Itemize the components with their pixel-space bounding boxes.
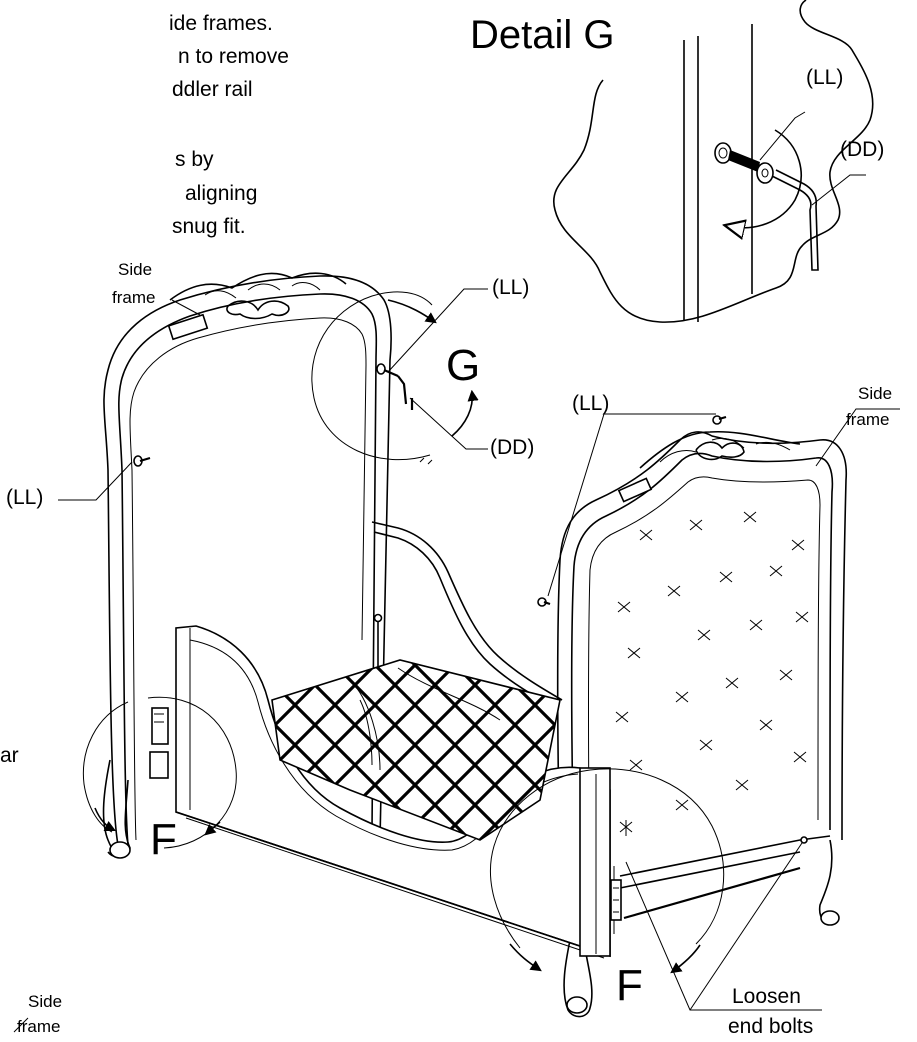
side-frame-right-label-2: frame (846, 410, 890, 429)
loosen-label-1: Loosen (732, 985, 801, 1008)
ll-left-label: (LL) (6, 486, 44, 509)
g-marker: G (446, 341, 481, 390)
side-frame-left-label-2: frame (112, 288, 156, 307)
instruction-line-5: aligning (185, 182, 258, 205)
detail-g-inset (552, 0, 874, 323)
bolt-thread (728, 150, 760, 172)
loosen-label-2: end bolts (728, 1015, 814, 1038)
detail-g-dd-label: (DD) (840, 138, 885, 161)
bolt-ll-left (133, 455, 151, 467)
side-frame-bottom-label-1: Side (28, 992, 63, 1011)
instruction-line-7: ar (0, 744, 19, 767)
instruction-line-3: ddler rail (172, 78, 253, 101)
side-frame-right-label-1: Side (858, 384, 893, 403)
dd-mid-label: (DD) (490, 436, 535, 459)
side-frame-bottom-label-2: frame (17, 1017, 61, 1036)
detail-f-circle-right (490, 768, 725, 974)
detail-g-ll-label: (LL) (806, 66, 844, 89)
tufting (615, 511, 809, 833)
detail-g-callout (311, 291, 479, 465)
right-side-frame (537, 415, 847, 1018)
leader-lines (13, 288, 900, 1033)
ll-right-label: (LL) (572, 392, 610, 415)
instruction-line-4: s by (175, 148, 214, 171)
detail-g-title: Detail G (470, 13, 615, 57)
ll-top-label: (LL) (492, 276, 530, 299)
side-frame-left-label-1: Side (118, 260, 153, 279)
f-marker-right: F (616, 961, 643, 1010)
instruction-line-6: snug fit. (172, 215, 246, 238)
left-side-frame (102, 272, 392, 859)
instruction-line-1: ide frames. (169, 12, 273, 35)
f-marker-left: F (150, 815, 177, 864)
bolt-ll-right (712, 415, 727, 425)
detail-f-circle-left (82, 696, 237, 849)
instruction-line-2: n to remove (178, 45, 289, 68)
